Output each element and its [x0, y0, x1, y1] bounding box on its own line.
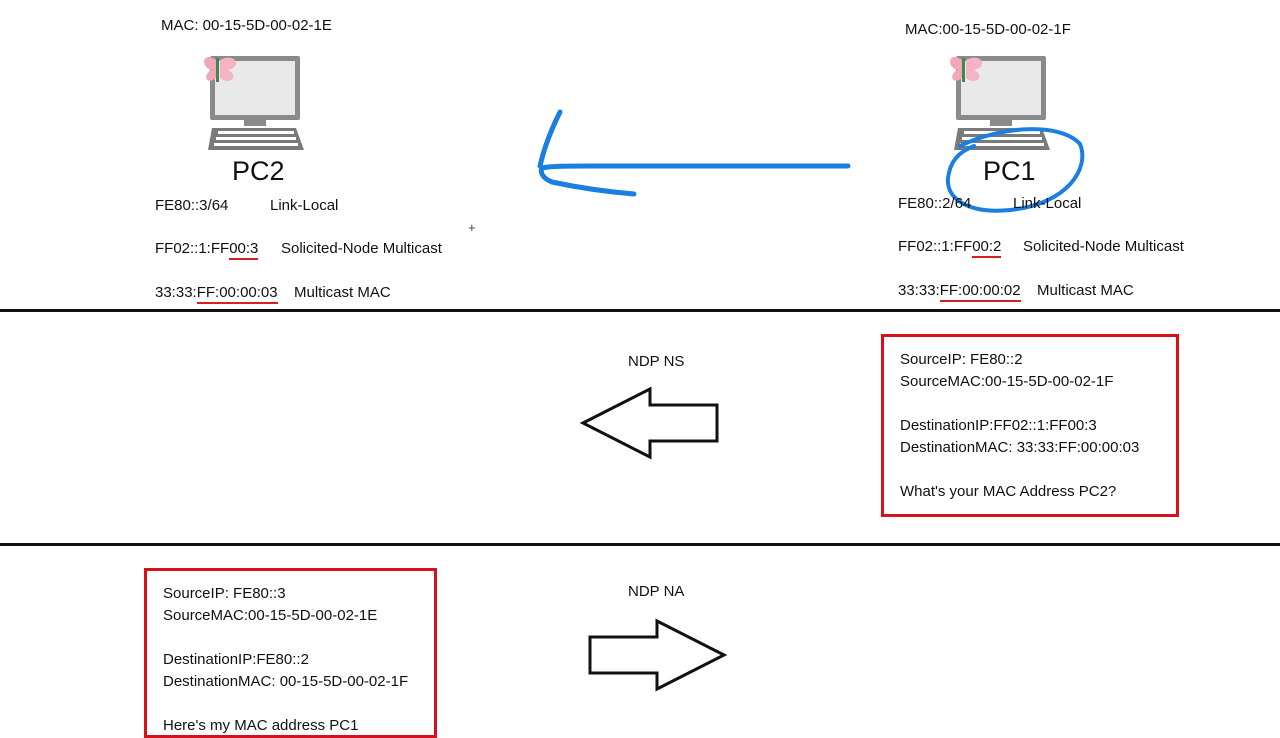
na-source-ip: SourceIP: FE80::3: [163, 585, 286, 602]
pc1-name: PC1: [983, 156, 1036, 186]
pc1-link-local-label: Link-Local: [1013, 195, 1082, 212]
butterfly-icon: [950, 56, 983, 82]
pc1-multicast-mac-label: Multicast MAC: [1037, 282, 1134, 299]
right-arrow-icon: [588, 618, 728, 692]
na-destination-ip: DestinationIP:FE80::2: [163, 651, 309, 668]
crosshair-cursor-icon: +: [468, 220, 476, 235]
pc1-mac-label: MAC:00-15-5D-00-02-1F: [905, 21, 1071, 38]
section-divider: [0, 309, 1280, 312]
ndp-na-title: NDP NA: [628, 583, 685, 600]
pc1-multicast-mac-address: 33:33:FF:00:00:02: [898, 282, 1021, 302]
pc2-computer-icon: [204, 56, 304, 150]
section-divider: [0, 543, 1280, 546]
ndp-na-packet-box: SourceIP: FE80::3 SourceMAC:00-15-5D-00-…: [144, 568, 437, 738]
pc1-solicited-node-label: Solicited-Node Multicast: [1023, 238, 1184, 255]
annotation-arrow-icon: [537, 109, 851, 197]
annotation-circle-icon: [945, 127, 1085, 213]
left-arrow-icon: [579, 386, 719, 460]
ns-destination-mac: DestinationMAC: 33:33:FF:00:00:03: [900, 439, 1140, 456]
ns-message: What's your MAC Address PC2?: [900, 483, 1117, 500]
pc2-multicast-mac-address: 33:33:FF:00:00:03: [155, 284, 278, 304]
ndp-ns-packet-box: SourceIP: FE80::2 SourceMAC:00-15-5D-00-…: [881, 334, 1179, 517]
pc1-computer-icon: [950, 56, 1050, 150]
na-destination-mac: DestinationMAC: 00-15-5D-00-02-1F: [163, 673, 409, 690]
pc2-link-local-label: Link-Local: [270, 197, 339, 214]
ns-source-mac: SourceMAC:00-15-5D-00-02-1F: [900, 373, 1114, 390]
pc2-solicited-node-address: FF02::1:FF00:3: [155, 240, 259, 260]
ndp-ns-title: NDP NS: [628, 353, 685, 370]
pc1-link-local-address: FE80::2/64: [898, 195, 972, 212]
ns-destination-ip: DestinationIP:FF02::1:FF00:3: [900, 417, 1097, 434]
butterfly-icon: [204, 56, 237, 82]
pc2-multicast-mac-label: Multicast MAC: [294, 284, 391, 301]
pc2-solicited-node-label: Solicited-Node Multicast: [281, 240, 442, 257]
pc2-name: PC2: [232, 156, 285, 186]
pc1-solicited-node-address: FF02::1:FF00:2: [898, 238, 1002, 258]
na-message: Here's my MAC address PC1: [163, 717, 359, 734]
ns-source-ip: SourceIP: FE80::2: [900, 351, 1023, 368]
na-source-mac: SourceMAC:00-15-5D-00-02-1E: [163, 607, 378, 624]
pc2-mac-label: MAC: 00-15-5D-00-02-1E: [161, 17, 332, 34]
pc2-link-local-address: FE80::3/64: [155, 197, 229, 214]
